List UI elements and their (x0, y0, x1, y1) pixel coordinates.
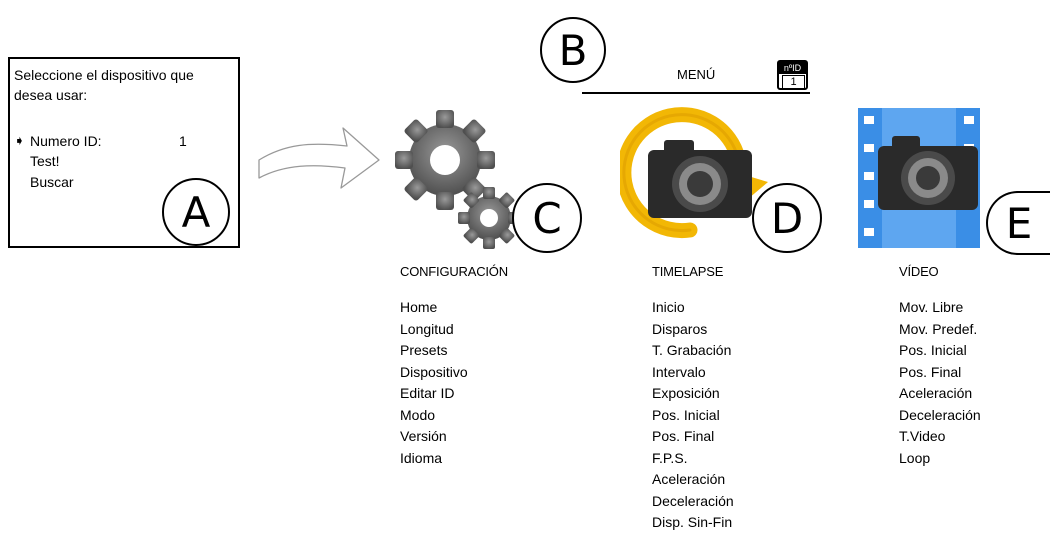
timelapse-menu-list: Inicio Disparos T. Grabación Intervalo E… (652, 297, 734, 534)
label-b: B (540, 17, 606, 83)
device-list-item[interactable]: Test! (30, 152, 60, 170)
section-title-timelapse: TIMELAPSE (652, 264, 724, 279)
id-badge-label: nºID (779, 62, 806, 74)
menu-item[interactable]: Aceleración (899, 385, 973, 401)
menu-item[interactable]: Intervalo (652, 363, 706, 380)
selection-arrow-icon: ➧ (14, 133, 25, 148)
device-list-item[interactable]: Buscar (30, 173, 74, 191)
section-title-config: CONFIGURACIÓN (400, 264, 508, 279)
menu-item[interactable]: Deceleración (899, 406, 981, 423)
menu-item[interactable]: Inicio (652, 299, 685, 315)
menu-item[interactable]: Aceleración (652, 471, 726, 487)
camera-body (878, 136, 978, 210)
menu-item[interactable]: Pos. Final (652, 428, 715, 444)
menu-item[interactable]: Deceleración (652, 492, 734, 509)
menu-title: MENÚ (677, 67, 716, 82)
menu-item[interactable]: Longitud (400, 320, 454, 337)
menu-item[interactable]: Mov. Libre (899, 299, 964, 315)
video-menu-list: Mov. Libre Mov. Predef. Pos. Inicial Pos… (899, 297, 981, 469)
menu-item[interactable]: Pos. Inicial (899, 342, 967, 358)
menu-item[interactable]: Versión (400, 428, 447, 444)
device-prompt: Seleccione el dispositivo que desea usar… (14, 67, 194, 103)
config-menu-list: Home Longitud Presets Dispositivo Editar… (400, 297, 468, 469)
label-c: C (512, 183, 582, 253)
menu-item[interactable]: Presets (400, 342, 448, 358)
id-badge: nºID 1 (777, 60, 808, 90)
menu-item[interactable]: Modo (400, 406, 436, 423)
menu-item[interactable]: T.Video (899, 428, 946, 444)
video-camera-icon (858, 108, 980, 248)
menu-item[interactable]: Loop (899, 449, 931, 466)
menu-item[interactable]: T. Grabación (652, 342, 732, 358)
menu-item[interactable]: Editar ID (400, 385, 455, 401)
device-item-label: Buscar (30, 174, 74, 190)
gears-icon (395, 110, 520, 249)
large-gear (395, 110, 495, 210)
menu-item[interactable]: Dispositivo (400, 363, 468, 380)
section-title-video: VÍDEO (899, 264, 939, 279)
device-selection-panel: Seleccione el dispositivo que desea usar… (8, 57, 240, 248)
timelapse-camera-icon (620, 107, 768, 239)
arrow-icon (258, 127, 380, 189)
menu-item[interactable]: Home (400, 299, 438, 315)
menu-item[interactable]: Pos. Inicial (652, 406, 720, 423)
device-item-label: Test! (30, 153, 60, 169)
label-d: D (752, 183, 822, 253)
id-badge-value: 1 (782, 75, 805, 89)
menu-divider (582, 92, 810, 94)
menu-item[interactable]: Idioma (400, 449, 443, 466)
device-item-label: Numero ID: (30, 133, 102, 149)
menu-item[interactable]: Mov. Predef. (899, 320, 978, 337)
menu-item[interactable]: Exposición (652, 385, 720, 401)
label-e: E (986, 191, 1050, 255)
menu-item[interactable]: Disp. Sin-Fin (652, 514, 733, 530)
label-a: A (162, 178, 230, 246)
small-gear (458, 187, 520, 249)
device-item-value: 1 (179, 133, 187, 149)
camera-body (648, 140, 752, 218)
menu-item[interactable]: Pos. Final (899, 363, 962, 380)
menu-item[interactable]: Disparos (652, 320, 708, 337)
menu-item[interactable]: F.P.S. (652, 449, 688, 466)
